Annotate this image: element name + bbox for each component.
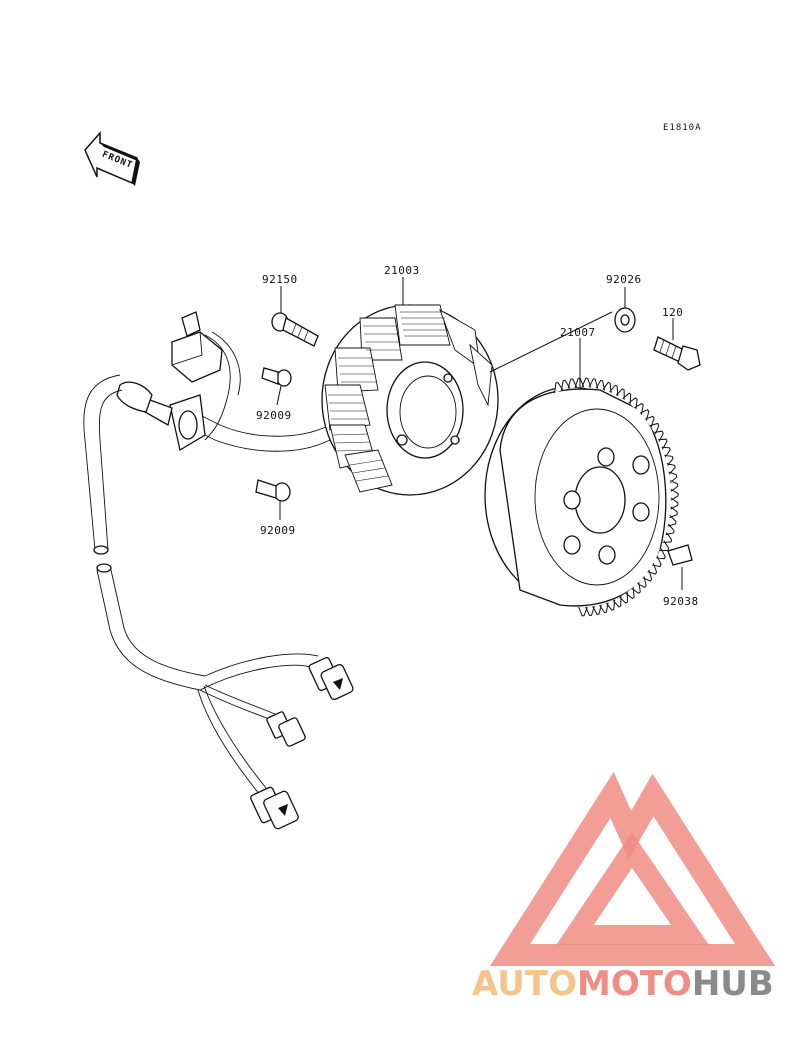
pickup-coil [171, 311, 241, 441]
svg-text:AUTOMOTOHUB: AUTOMOTOHUB [472, 964, 774, 1004]
part-label-92026: 92026 [606, 273, 642, 286]
wiring-harness [83, 374, 354, 830]
watermark-hub: HUB [692, 964, 774, 1004]
watermark-logo: AUTOMOTOHUB [472, 771, 776, 1004]
screw-92009-lower [255, 479, 291, 502]
bolt-92150 [271, 312, 319, 347]
washer-92026 [614, 307, 636, 333]
connector-icon [266, 711, 306, 747]
front-arrow-icon: FRONT [84, 131, 140, 186]
leader-lines [276, 277, 683, 590]
stator [321, 304, 499, 496]
screw-92009-upper [261, 367, 292, 387]
flywheel-rotor [484, 377, 679, 617]
watermark-auto: AUTO [472, 964, 577, 1004]
part-label-92150: 92150 [262, 273, 298, 286]
gear-teeth [554, 377, 679, 617]
connector-icon [308, 656, 354, 701]
connector-icon [250, 786, 299, 830]
part-label-120: 120 [662, 306, 683, 319]
diagram-code: E1810A [663, 123, 702, 133]
part-label-92009-lower: 92009 [260, 524, 296, 537]
part-label-21003: 21003 [384, 264, 420, 277]
part-label-92009-upper: 92009 [256, 409, 292, 422]
part-label-21007: 21007 [560, 326, 596, 339]
watermark-moto: MOTO [577, 964, 692, 1004]
part-label-92038: 92038 [663, 595, 699, 608]
key-92038 [667, 544, 693, 566]
bolt-120 [653, 336, 701, 371]
